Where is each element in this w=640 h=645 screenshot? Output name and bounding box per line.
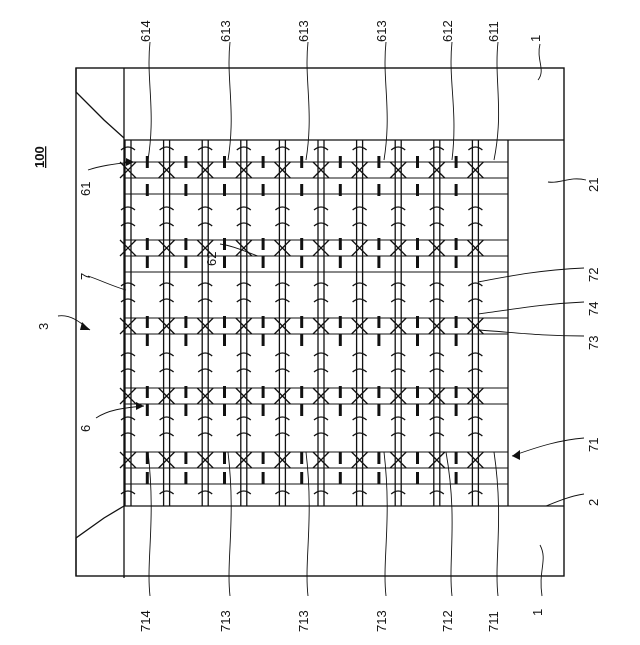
- assembly-ref-label: 100: [32, 146, 47, 168]
- label-711: 711: [486, 611, 501, 632]
- right-labels: 21 72 74 73 71 2: [586, 178, 601, 506]
- label-1-top: 1: [528, 35, 543, 42]
- label-613-b: 613: [296, 20, 311, 42]
- label-72: 72: [586, 268, 601, 282]
- label-611: 611: [486, 21, 501, 42]
- label-713-a: 713: [218, 610, 233, 632]
- label-3: 3: [36, 323, 51, 330]
- top-labels: 614 613 613 613 612 611 1: [138, 20, 543, 42]
- label-713-c: 713: [374, 610, 389, 632]
- outer-frame: [76, 68, 564, 578]
- label-73: 73: [586, 336, 601, 350]
- label-712: 712: [440, 610, 455, 632]
- label-21: 21: [586, 178, 601, 192]
- bottom-labels: 714 713 713 713 712 711 1: [138, 609, 545, 632]
- label-614: 614: [138, 20, 153, 42]
- label-74: 74: [586, 302, 601, 316]
- frame-border: [76, 68, 564, 576]
- label-612: 612: [440, 20, 455, 42]
- label-613-c: 613: [374, 20, 389, 42]
- label-713-b: 713: [296, 610, 311, 632]
- label-71: 71: [586, 438, 601, 452]
- label-1-bottom: 1: [530, 609, 545, 616]
- label-61: 61: [78, 182, 93, 196]
- label-714: 714: [138, 610, 153, 632]
- label-613-a: 613: [218, 20, 233, 42]
- label-7: 7: [78, 273, 93, 280]
- label-6: 6: [78, 425, 93, 432]
- label-2: 2: [586, 499, 601, 506]
- label-62: 62: [204, 252, 219, 266]
